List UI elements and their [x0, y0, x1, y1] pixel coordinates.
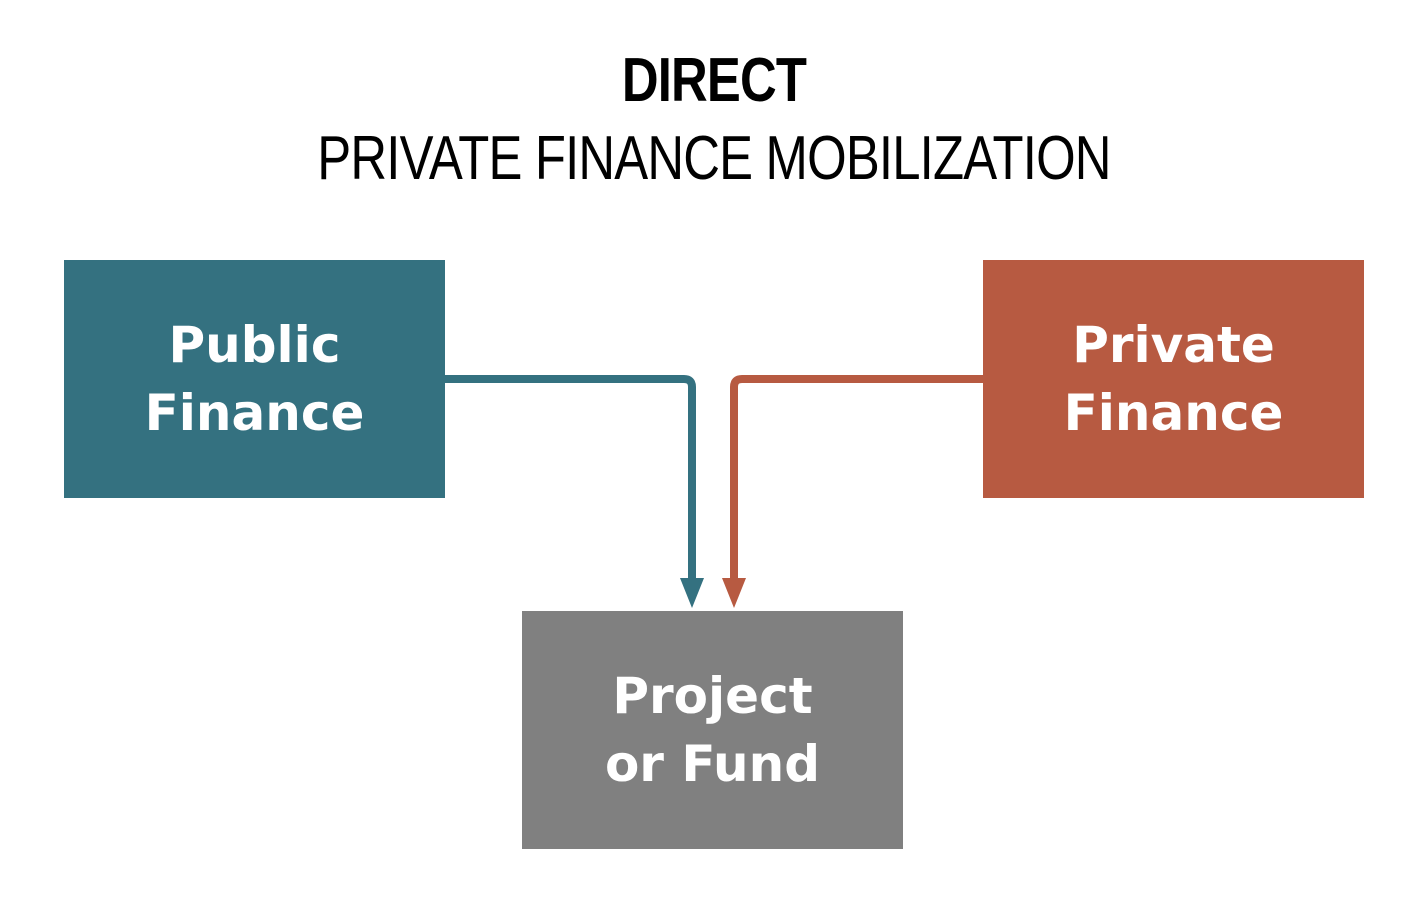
node-private-line1: Private: [1072, 316, 1275, 374]
node-project-line2: or Fund: [604, 735, 821, 793]
arrowhead-public: [680, 578, 704, 608]
arrowhead-private: [722, 578, 746, 608]
edge-public-to-project: [445, 375, 696, 584]
node-project-line1: Project: [612, 667, 813, 725]
edge-private-to-project: [730, 375, 983, 584]
node-public-line1: Public: [168, 316, 341, 374]
diagram-title: DIRECT: [621, 46, 807, 115]
node-project-or-fund: Project or Fund: [522, 611, 903, 849]
node-public-line2: Finance: [144, 384, 365, 442]
diagram-subtitle: PRIVATE FINANCE MOBILIZATION: [317, 124, 1111, 193]
node-private-line2: Finance: [1063, 384, 1284, 442]
title-block: DIRECT PRIVATE FINANCE MOBILIZATION: [0, 42, 1428, 198]
node-public-finance: Public Finance: [64, 260, 445, 498]
node-private-finance: Private Finance: [983, 260, 1364, 498]
